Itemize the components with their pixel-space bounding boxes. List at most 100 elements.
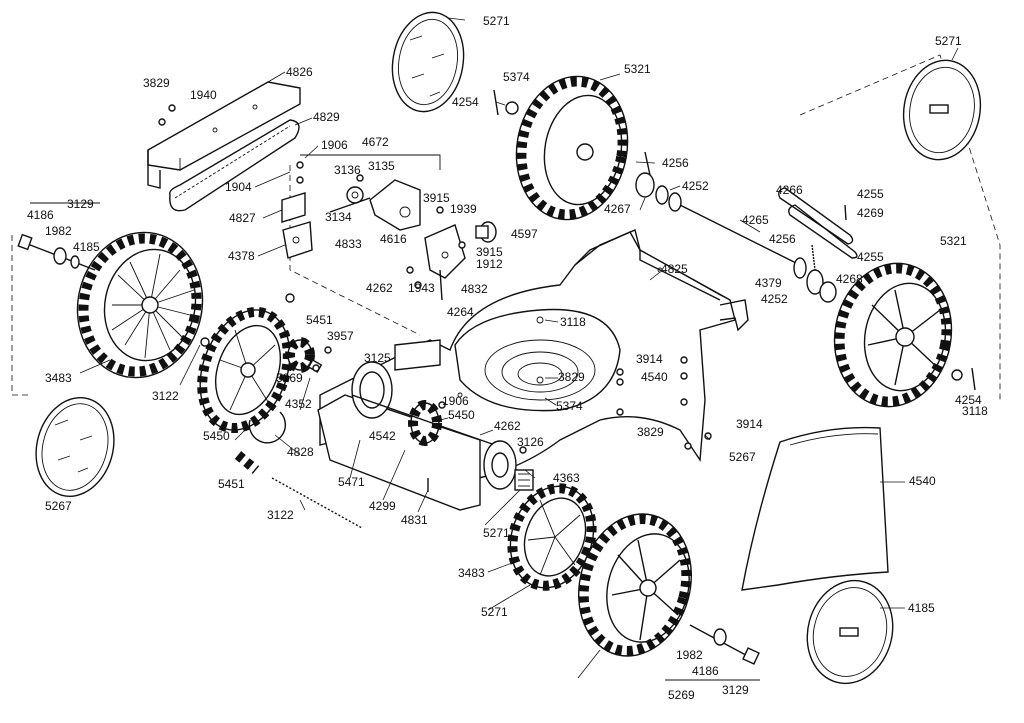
label-4252-right: 4379 <box>755 276 782 290</box>
label-5451-right: 3126 <box>517 435 544 449</box>
boundary-right-top <box>799 54 1001 400</box>
label-4832: 4832 <box>461 282 488 296</box>
label-5271-front: 4185 <box>908 601 935 615</box>
label-3915-left: 4262 <box>366 281 393 295</box>
label-3129-front: 5269 <box>668 688 695 702</box>
label-5450-left: 4828 <box>287 445 314 459</box>
label-4254-top: 4254 <box>452 95 479 109</box>
label-4379: 5451 <box>306 313 333 327</box>
axle-bolt-left <box>17 233 96 271</box>
part-labels: 5271 4826 3829 1940 5374 5321 5271 4254 … <box>27 14 988 702</box>
label-5267-front: 3483 <box>458 566 485 580</box>
label-3915-right: 3915 <box>476 245 503 259</box>
label-4265: 4265 <box>742 213 769 227</box>
label-4833: 4833 <box>335 237 362 251</box>
label-1906-top: 1906 <box>321 138 348 152</box>
label-4186-left: 4186 <box>27 208 54 222</box>
label-4256-top: 4256 <box>662 156 689 170</box>
label-4185-left: 4185 <box>73 240 100 254</box>
label-4829: 4829 <box>313 110 340 124</box>
label-3829-center: 3914 <box>636 352 663 366</box>
label-3957: 3118 <box>560 315 586 329</box>
label-5321-right: 5321 <box>940 234 967 248</box>
label-5271-left: 5267 <box>45 499 72 513</box>
wheel-5269-front <box>578 513 692 657</box>
clip-5450-left <box>248 411 287 444</box>
label-1940: 1940 <box>190 88 217 102</box>
spring-4542 <box>234 451 260 474</box>
label-5374-right: 4254 <box>955 393 982 407</box>
label-4826: 4826 <box>286 65 313 79</box>
pin-4254-right <box>971 367 976 391</box>
fasteners <box>158 104 712 492</box>
label-5321-top: 5321 <box>624 62 651 76</box>
label-1904: 1904 <box>225 180 252 194</box>
cover-4363 <box>741 426 889 591</box>
label-5451-top: 3957 <box>327 329 354 343</box>
label-1982-front: 4186 <box>692 664 719 678</box>
label-3125: 5269 <box>276 371 303 385</box>
hubcap-5271-left <box>35 397 115 497</box>
label-3118-right: 5450 <box>448 408 475 422</box>
wheel-5321-top <box>515 75 629 221</box>
label-1906-center: 5374 <box>556 399 583 413</box>
label-4831: 3122 <box>267 508 294 522</box>
label-4597: 4597 <box>511 227 538 241</box>
gear-disk-5267-left <box>197 306 293 434</box>
label-4616: 4616 <box>380 232 407 246</box>
hubcap-5271-top <box>391 11 465 113</box>
pin-4254-top <box>493 89 499 116</box>
label-5471: 4299 <box>369 499 396 513</box>
label-4267: 4267 <box>604 202 631 216</box>
label-3914-right: 5267 <box>729 450 756 464</box>
washer-5374-right <box>951 369 963 381</box>
bracket-4378 <box>282 221 313 259</box>
label-4186-front: 3129 <box>722 683 749 697</box>
label-4255-top: 4255 <box>857 187 884 201</box>
boundary-left <box>11 235 30 396</box>
lever-4833 <box>329 179 421 231</box>
link-4266 <box>778 187 858 259</box>
label-1912: 1912 <box>476 257 503 271</box>
part-4597 <box>475 221 497 243</box>
hubcap-5271-front <box>806 579 894 685</box>
hubcap-5271-right <box>902 59 982 161</box>
label-4252-top: 4252 <box>682 179 709 193</box>
wheel-5321-right <box>833 262 953 408</box>
label-3134: 3134 <box>325 210 352 224</box>
label-3915-top: 3915 <box>423 191 450 205</box>
bracket-4827 <box>281 192 306 223</box>
label-5271-top: 5271 <box>483 14 510 28</box>
label-3122-left: 4352 <box>285 397 312 411</box>
label-5374-top: 5374 <box>503 70 530 84</box>
axle-4265 <box>635 151 837 303</box>
label-4540-top: 1906 <box>442 394 469 408</box>
gear-disk-5267-front <box>507 483 597 591</box>
label-5269-left: 3483 <box>45 371 72 385</box>
rod-4831 <box>271 477 363 529</box>
leader-lines <box>79 17 959 679</box>
label-4256-right: 4256 <box>769 232 796 246</box>
label-4269: 4269 <box>857 206 884 220</box>
label-5450-right: 4262 <box>494 419 521 433</box>
label-5267-left: 5450 <box>203 429 230 443</box>
label-4672: 4672 <box>362 135 389 149</box>
label-4828: 4542 <box>369 429 396 443</box>
label-4825: 4825 <box>661 262 688 276</box>
label-3914-center: 4540 <box>641 370 668 384</box>
washer-5374-top <box>505 101 519 115</box>
label-3483-left: 3122 <box>152 389 179 403</box>
wheel-5269-left <box>76 231 204 379</box>
label-3829-top-left: 3829 <box>143 76 170 90</box>
label-4378: 4378 <box>228 249 255 263</box>
bracket-4672 <box>300 154 441 170</box>
label-4268: 4252 <box>761 292 788 306</box>
label-3483-front: 5271 <box>481 605 508 619</box>
label-4254-right: 3118 <box>962 404 988 418</box>
label-4827: 4827 <box>229 211 256 225</box>
label-3829-right: 3914 <box>736 417 763 431</box>
label-1943: 1943 <box>408 281 435 295</box>
label-4255-bottom: 4255 <box>857 250 884 264</box>
label-4299: 4831 <box>401 513 428 527</box>
